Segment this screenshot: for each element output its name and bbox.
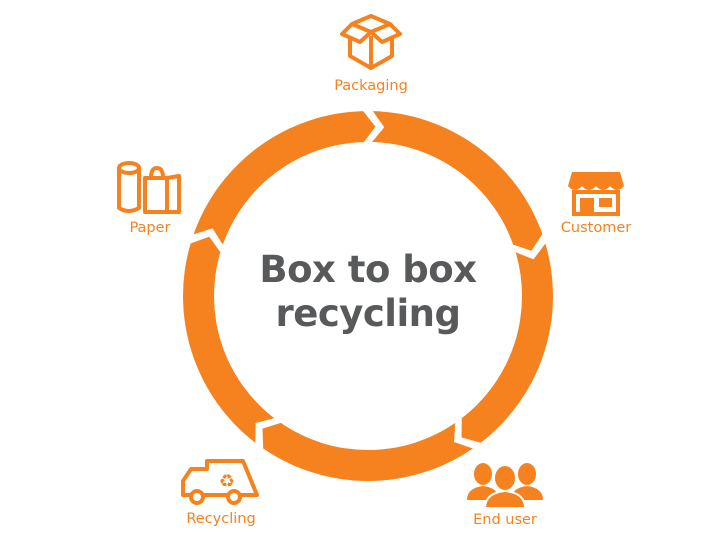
node-label: Paper [129,220,171,236]
node-recycling: ♻ Recycling [161,457,281,527]
node-label: Customer [560,220,632,236]
title-line-2: recycling [275,292,461,335]
recycle-symbol-icon: ♻ [219,471,235,492]
node-label: End user [473,512,537,528]
node-paper: Paper [90,160,210,236]
cycle-arrow-segment [372,111,543,251]
node-label: Recycling [186,511,256,527]
node-label: Packaging [334,78,408,94]
paper-roll-bag-icon [117,161,181,214]
cycle-arrow-segment [262,422,473,481]
node-packaging: Packaging [311,12,431,94]
cycle-arrow-segment [193,111,376,245]
users-icon [467,463,543,508]
open-box-icon [340,14,402,70]
store-icon [568,172,624,216]
diagram-title: Box to box recycling [218,248,518,336]
node-end-user: End user [445,462,565,528]
title-line-1: Box to box [259,248,477,291]
node-customer: Customer [536,170,656,236]
recycling-truck-icon: ♻ [181,459,259,505]
cycle-arrow-segment [461,243,553,443]
cycle-arrow-segment [183,236,275,443]
